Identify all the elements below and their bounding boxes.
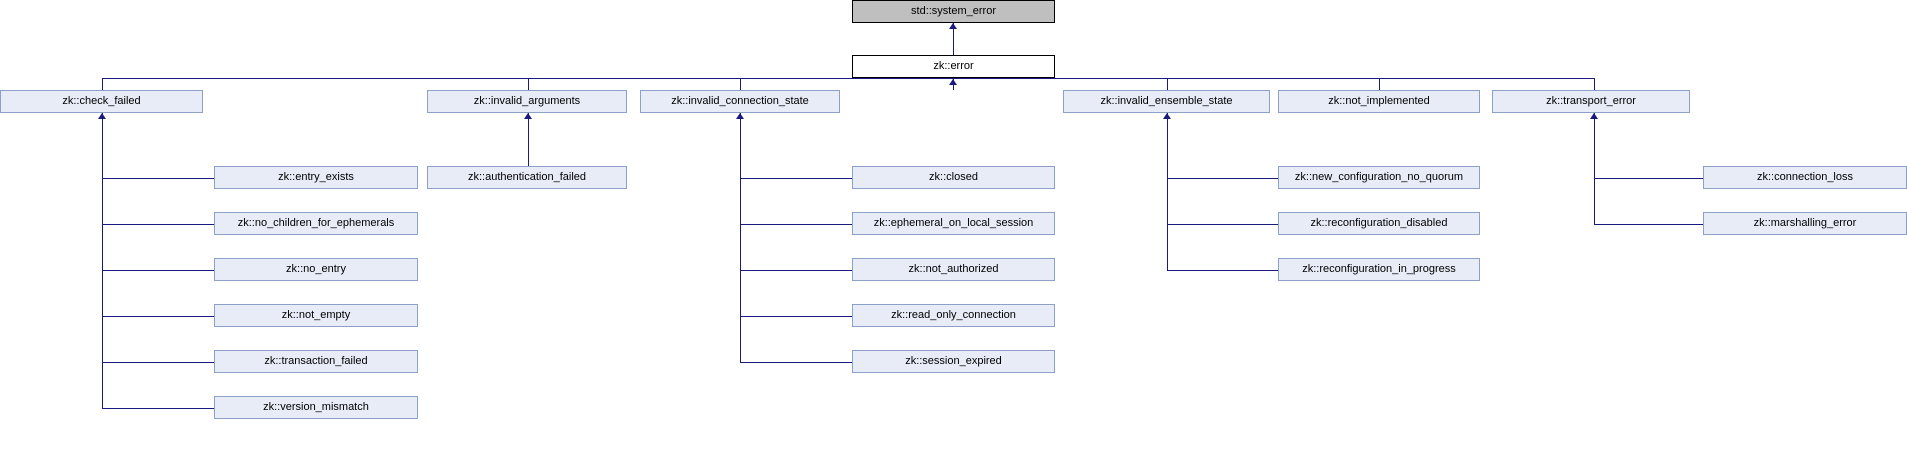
node-level3-16[interactable]: zk::marshalling_error [1703, 212, 1907, 235]
node-level3-5[interactable]: zk::version_mismatch [214, 396, 418, 419]
node-level3-10[interactable]: zk::read_only_connection [852, 304, 1055, 327]
node-level3-1[interactable]: zk::no_children_for_ephemerals [214, 212, 418, 235]
edge-trunk-level3-4 [1594, 113, 1595, 224]
edge-branch-4-1 [1594, 224, 1703, 225]
node-std-system-error[interactable]: std::system_error [852, 0, 1055, 23]
edge-branch-2-3 [740, 316, 852, 317]
edge-branch-2-2 [740, 270, 852, 271]
edge-branch-2-0 [740, 178, 852, 179]
arrow-to-level2-4-icon [1590, 113, 1598, 119]
edge-branch-0-1 [102, 224, 214, 225]
edge-root-to-base [953, 22, 954, 55]
edge-branch-3-1 [1167, 224, 1278, 225]
edge-branch-0-5 [102, 408, 214, 409]
node-level2-1[interactable]: zk::invalid_arguments [427, 90, 627, 113]
edge-branch-2-1 [740, 224, 852, 225]
node-level2-2[interactable]: zk::invalid_connection_state [640, 90, 840, 113]
edge-branch-0-2 [102, 270, 214, 271]
arrow-to-level2-0-icon [98, 113, 106, 119]
node-level3-8[interactable]: zk::ephemeral_on_local_session [852, 212, 1055, 235]
arrow-to-system-error-icon [949, 23, 957, 29]
node-level2-5[interactable]: zk::transport_error [1492, 90, 1690, 113]
node-level3-15[interactable]: zk::connection_loss [1703, 166, 1907, 189]
edge-stem-level2-5 [1594, 78, 1595, 90]
edge-branch-3-2 [1167, 270, 1278, 271]
edge-stem-level2-4 [1379, 78, 1380, 90]
node-level3-11[interactable]: zk::session_expired [852, 350, 1055, 373]
node-level3-6[interactable]: zk::authentication_failed [427, 166, 627, 189]
edge-branch-0-4 [102, 362, 214, 363]
edge-trunk-level3-2 [740, 113, 741, 362]
node-level3-7[interactable]: zk::closed [852, 166, 1055, 189]
edge-stem-level2-3 [1167, 78, 1168, 90]
edge-trunk-level3-3 [1167, 113, 1168, 270]
arrow-to-level2-1-icon [524, 113, 532, 119]
arrow-to-level2-3-icon [1163, 113, 1171, 119]
edge-branch-0-3 [102, 316, 214, 317]
node-level2-4[interactable]: zk::not_implemented [1278, 90, 1480, 113]
node-level3-9[interactable]: zk::not_authorized [852, 258, 1055, 281]
node-level2-3[interactable]: zk::invalid_ensemble_state [1063, 90, 1270, 113]
node-level3-2[interactable]: zk::no_entry [214, 258, 418, 281]
node-level3-14[interactable]: zk::reconfiguration_in_progress [1278, 258, 1480, 281]
node-level3-3[interactable]: zk::not_empty [214, 304, 418, 327]
edge-branch-3-0 [1167, 178, 1278, 179]
edge-branch-4-0 [1594, 178, 1703, 179]
arrow-to-level2-2-icon [736, 113, 744, 119]
edge-stem-level2-0 [102, 78, 103, 90]
node-level3-12[interactable]: zk::new_configuration_no_quorum [1278, 166, 1480, 189]
node-level3-0[interactable]: zk::entry_exists [214, 166, 418, 189]
edge-bus-level2 [102, 78, 1594, 79]
arrow-to-zk-error-icon [949, 79, 957, 85]
edge-stem-level2-2 [740, 78, 741, 90]
edge-branch-2-4 [740, 362, 852, 363]
node-zk-error[interactable]: zk::error [852, 55, 1055, 78]
edge-branch-0-0 [102, 178, 214, 179]
node-level3-13[interactable]: zk::reconfiguration_disabled [1278, 212, 1480, 235]
edge-stem-level2-1 [528, 78, 529, 90]
node-level2-0[interactable]: zk::check_failed [0, 90, 203, 113]
node-level3-4[interactable]: zk::transaction_failed [214, 350, 418, 373]
edge-trunk-level3-1 [528, 113, 529, 178]
edge-trunk-level3-0 [102, 113, 103, 408]
